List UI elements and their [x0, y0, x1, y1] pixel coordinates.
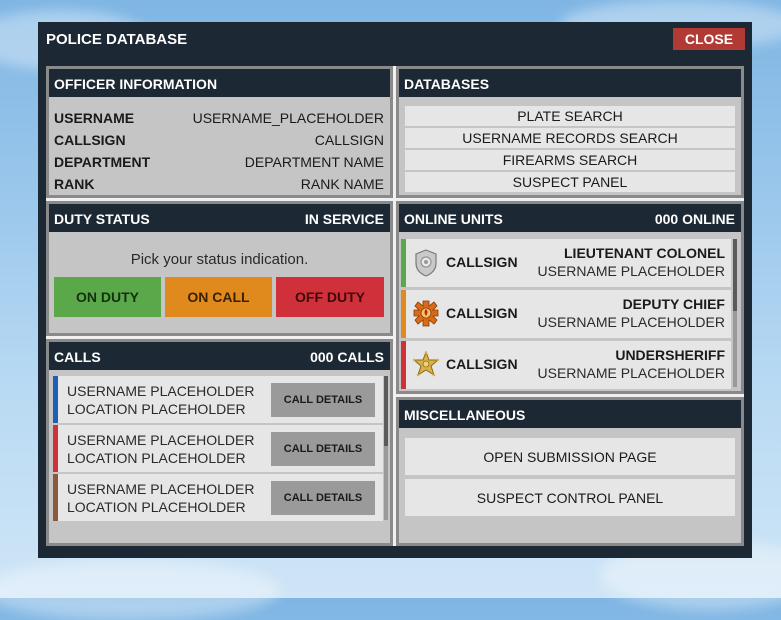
call-row: USERNAME PLACEHOLDER LOCATION PLACEHOLDE… — [53, 474, 383, 521]
window-body: OFFICER INFORMATION USERNAME USERNAME_PL… — [46, 66, 744, 546]
call-row: USERNAME PLACEHOLDER LOCATION PLACEHOLDE… — [53, 425, 383, 472]
miscellaneous-header: MISCELLANEOUS — [399, 400, 741, 428]
unit-rank: UNDERSHERIFF — [615, 347, 725, 363]
databases-panel: DATABASES PLATE SEARCH USERNAME RECORDS … — [396, 66, 744, 198]
officer-value: USERNAME_PLACEHOLDER — [192, 110, 384, 126]
officer-value: RANK NAME — [300, 176, 384, 192]
duty-status-panel: DUTY STATUS IN SERVICE Pick your status … — [46, 201, 393, 336]
duty-status-current: IN SERVICE — [304, 211, 384, 227]
call-row: USERNAME PLACEHOLDER LOCATION PLACEHOLDE… — [53, 376, 383, 423]
online-units-scroll-thumb[interactable] — [733, 239, 737, 311]
officer-value: DEPARTMENT NAME — [244, 154, 384, 170]
online-units-panel: ONLINE UNITS 000 ONLINE CALLSIGN LIEUTEN… — [396, 201, 744, 394]
unit-username: USERNAME PLACEHOLDER — [537, 314, 726, 330]
unit-row[interactable]: CALLSIGN UNDERSHERIFF USERNAME PLACEHOLD… — [401, 341, 731, 389]
title-bar: POLICE DATABASE CLOSE — [38, 22, 752, 58]
officer-key: DEPARTMENT — [54, 154, 151, 170]
username-records-search-button[interactable]: USERNAME RECORDS SEARCH — [405, 128, 735, 148]
call-location: LOCATION PLACEHOLDER — [67, 401, 246, 417]
unit-row[interactable]: CALLSIGN LIEUTENANT COLONEL USERNAME PLA… — [401, 239, 731, 287]
plate-search-button[interactable]: PLATE SEARCH — [405, 106, 735, 126]
officer-row-department: DEPARTMENT DEPARTMENT NAME — [54, 151, 384, 173]
miscellaneous-title: MISCELLANEOUS — [404, 407, 526, 423]
calls-title: CALLS — [54, 349, 101, 365]
unit-status-strip — [401, 239, 406, 287]
on-duty-button[interactable]: ON DUTY — [54, 277, 161, 317]
call-details-button[interactable]: CALL DETAILS — [271, 383, 375, 417]
window-footer — [38, 548, 752, 558]
unit-status-strip — [401, 290, 406, 338]
call-username: USERNAME PLACEHOLDER — [67, 383, 255, 399]
duty-status-title: DUTY STATUS — [54, 211, 150, 227]
unit-rank: LIEUTENANT COLONEL — [564, 245, 725, 261]
call-location: LOCATION PLACEHOLDER — [67, 450, 246, 466]
officer-information-title: OFFICER INFORMATION — [54, 76, 218, 92]
officer-information-header: OFFICER INFORMATION — [49, 69, 390, 97]
officer-key: CALLSIGN — [54, 132, 126, 148]
call-details-button[interactable]: CALL DETAILS — [271, 481, 375, 515]
officer-information-panel: OFFICER INFORMATION USERNAME USERNAME_PL… — [46, 66, 393, 198]
officer-key: USERNAME — [54, 110, 135, 126]
online-units-count: 000 ONLINE — [654, 211, 735, 227]
officer-row-rank: RANK RANK NAME — [54, 173, 384, 195]
officer-row-username: USERNAME USERNAME_PLACEHOLDER — [54, 107, 384, 129]
call-location: LOCATION PLACEHOLDER — [67, 499, 246, 515]
call-username: USERNAME PLACEHOLDER — [67, 432, 255, 448]
police-database-window: POLICE DATABASE CLOSE OFFICER INFORMATIO… — [38, 22, 752, 558]
calls-header: CALLS 000 CALLS — [49, 342, 390, 370]
calls-count: 000 CALLS — [310, 349, 384, 365]
suspect-panel-button[interactable]: SUSPECT PANEL — [405, 172, 735, 192]
officer-row-callsign: CALLSIGN CALLSIGN — [54, 129, 384, 151]
databases-header: DATABASES — [399, 69, 741, 97]
call-details-button[interactable]: CALL DETAILS — [271, 432, 375, 466]
window-title: POLICE DATABASE — [46, 31, 188, 48]
open-submission-page-button[interactable]: OPEN SUBMISSION PAGE — [405, 438, 735, 475]
unit-callsign: CALLSIGN — [446, 254, 518, 270]
fire-badge-icon — [413, 300, 439, 327]
unit-row[interactable]: CALLSIGN DEPUTY CHIEF USERNAME PLACEHOLD… — [401, 290, 731, 338]
miscellaneous-panel: MISCELLANEOUS OPEN SUBMISSION PAGE SUSPE… — [396, 397, 744, 546]
online-units-title: ONLINE UNITS — [404, 211, 503, 227]
duty-status-header: DUTY STATUS IN SERVICE — [49, 204, 390, 232]
calls-scroll-thumb[interactable] — [384, 376, 388, 446]
online-units-header: ONLINE UNITS 000 ONLINE — [399, 204, 741, 232]
police-badge-icon — [415, 249, 437, 277]
firearms-search-button[interactable]: FIREARMS SEARCH — [405, 150, 735, 170]
databases-title: DATABASES — [404, 76, 490, 92]
close-button[interactable]: CLOSE — [673, 28, 745, 50]
unit-callsign: CALLSIGN — [446, 356, 518, 372]
duty-status-prompt: Pick your status indication. — [130, 251, 309, 268]
calls-panel: CALLS 000 CALLS USERNAME PLACEHOLDER LOC… — [46, 339, 393, 546]
suspect-control-panel-button[interactable]: SUSPECT CONTROL PANEL — [405, 479, 735, 516]
unit-status-strip — [401, 341, 406, 389]
online-units-scrollbar[interactable] — [733, 239, 737, 387]
call-priority-strip — [53, 425, 58, 472]
call-priority-strip — [53, 376, 58, 423]
on-call-button[interactable]: ON CALL — [165, 277, 272, 317]
unit-username: USERNAME PLACEHOLDER — [537, 365, 726, 381]
call-username: USERNAME PLACEHOLDER — [67, 481, 255, 497]
calls-scrollbar[interactable] — [384, 376, 388, 520]
off-duty-button[interactable]: OFF DUTY — [276, 277, 384, 317]
unit-rank: DEPUTY CHIEF — [622, 296, 725, 312]
call-priority-strip — [53, 474, 58, 521]
unit-username: USERNAME PLACEHOLDER — [537, 263, 726, 279]
sheriff-star-icon — [413, 351, 439, 377]
unit-callsign: CALLSIGN — [446, 305, 518, 321]
officer-key: RANK — [54, 176, 95, 192]
officer-value: CALLSIGN — [314, 132, 384, 148]
